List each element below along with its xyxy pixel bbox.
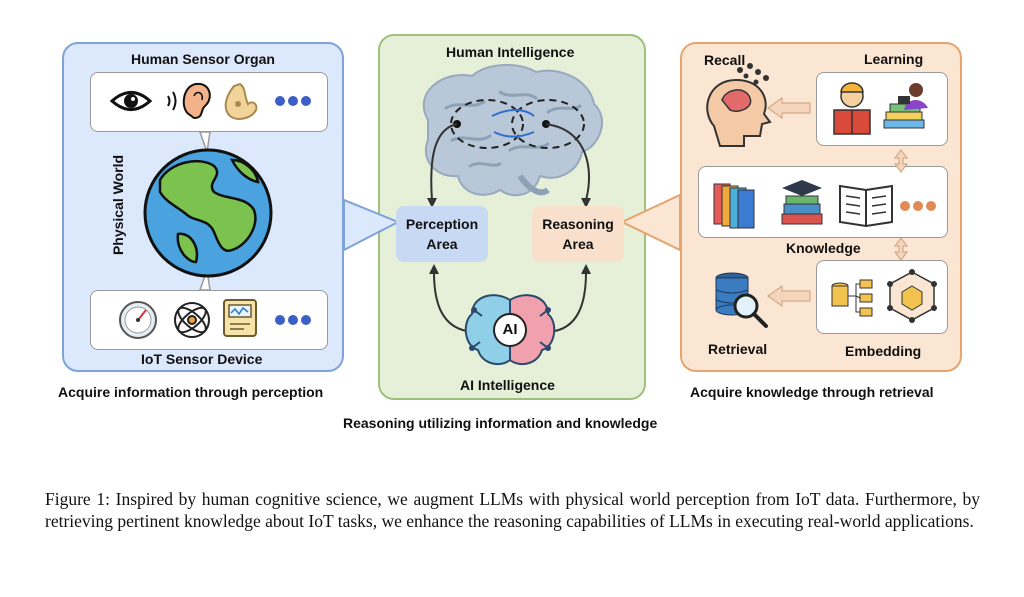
nose-icon bbox=[224, 82, 258, 120]
human-intelligence-title: Human Intelligence bbox=[446, 44, 575, 60]
gyroscope-icon bbox=[174, 302, 210, 338]
studying-person-icon bbox=[883, 83, 928, 129]
gauge-icon bbox=[119, 301, 157, 339]
knowledge-label: Knowledge bbox=[786, 240, 861, 256]
retrieval-label: Retrieval bbox=[708, 341, 768, 357]
eye-icon bbox=[109, 91, 153, 111]
open-book-icon bbox=[839, 184, 893, 228]
ai-intelligence-label: AI Intelligence bbox=[460, 377, 555, 393]
graduation-books-icon bbox=[781, 180, 823, 225]
retrieval-caption: Acquire knowledge through retrieval bbox=[690, 384, 934, 400]
perception-area: Perception Area bbox=[396, 206, 488, 262]
human-sensor-organ-title: Human Sensor Organ bbox=[131, 51, 275, 67]
reasoning-area: Reasoning Area bbox=[532, 206, 624, 262]
more-dots-icon bbox=[900, 201, 936, 211]
sensor-device-icon bbox=[223, 299, 257, 337]
reasoning-caption: Reasoning utilizing information and know… bbox=[343, 415, 658, 431]
ear-icon bbox=[167, 82, 211, 120]
cube-network-icon bbox=[887, 269, 937, 323]
more-dots-icon bbox=[275, 96, 311, 106]
embedding-label: Embedding bbox=[845, 343, 922, 359]
perception-caption: Acquire information through perception bbox=[58, 384, 324, 400]
database-search-icon bbox=[715, 272, 768, 328]
learning-label: Learning bbox=[864, 51, 924, 67]
recall-label: Recall bbox=[704, 52, 746, 68]
ai-badge: AI bbox=[502, 321, 518, 338]
recall-head-icon bbox=[706, 63, 772, 147]
iot-sensor-device-label: IoT Sensor Device bbox=[141, 351, 263, 367]
figure-caption: Figure 1: Inspired by human cognitive sc… bbox=[45, 489, 980, 531]
ai-brain-icon bbox=[464, 294, 556, 366]
hierarchy-icon bbox=[831, 279, 873, 317]
more-dots-icon bbox=[275, 315, 311, 325]
folders-icon bbox=[713, 183, 755, 229]
reading-student-icon bbox=[833, 82, 871, 135]
globe-icon bbox=[143, 148, 273, 278]
